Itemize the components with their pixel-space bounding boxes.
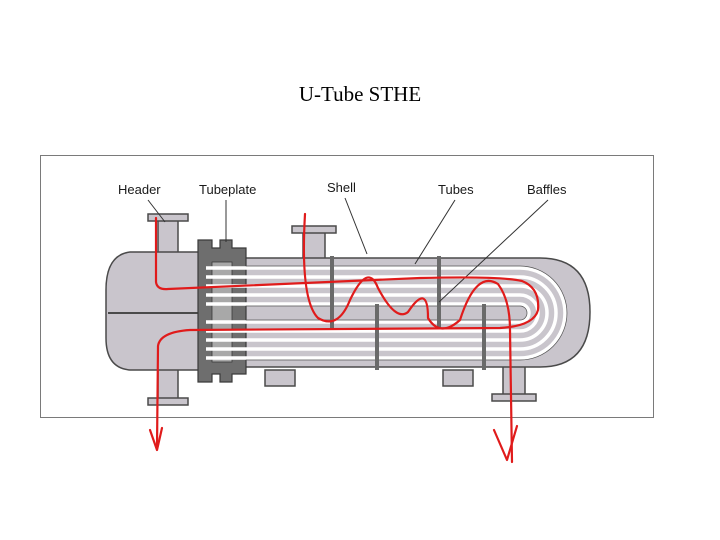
header-outlet-flange [147,397,189,406]
leader-header [147,199,166,223]
label-tubeplate: Tubeplate [199,182,256,197]
u-tube [206,302,531,324]
leader-lines [147,197,549,303]
leader-shell [344,197,368,255]
leader-baffles [438,199,549,303]
baffle [437,256,441,328]
baffle [375,304,379,370]
baffle [482,304,486,370]
header-channel [105,251,213,371]
shell-side-flow-path [302,212,514,464]
baffle [330,256,334,328]
label-header: Header [118,182,161,197]
header-inlet-flange [147,213,189,222]
u-tube [206,284,549,342]
support-saddle-left [264,369,296,387]
header-outlet-nozzle [157,365,179,401]
nozzles [147,213,537,406]
shell-inlet-nozzle [302,231,326,261]
shell-inlet-flange [291,225,337,234]
u-tube [206,266,567,360]
leader-tubes [414,199,456,265]
label-shell: Shell [327,180,356,195]
u-tube-outlines [246,265,568,361]
slide-title: U-Tube STHE [298,82,422,106]
baffles [330,256,486,370]
flow-arrows [148,212,540,464]
shell-outlet-flange [491,393,537,402]
support-saddle-right [442,369,474,387]
u-tube [206,275,558,351]
shell-side-arrowhead [492,424,519,462]
tube-side-flow-path [154,216,540,450]
tube-side-arrowhead [148,426,164,452]
shell-outlet-nozzle [502,365,526,397]
label-baffles: Baffles [527,182,567,197]
label-tubes: Tubes [438,182,474,197]
